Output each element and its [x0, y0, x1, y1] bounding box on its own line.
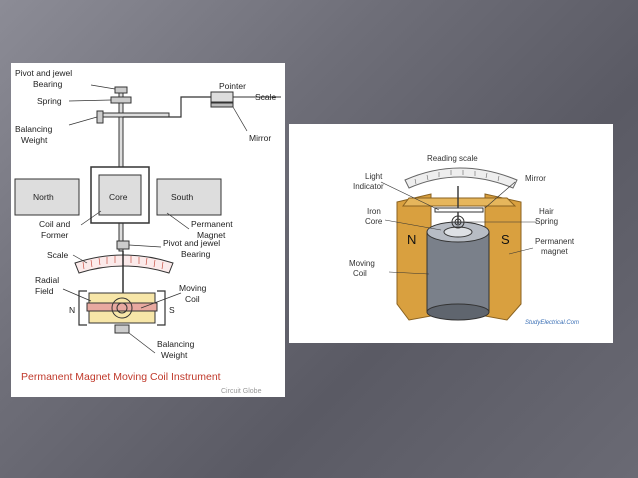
moving-coil-bar [86, 302, 158, 312]
mirror-label-right: Mirror [525, 174, 546, 183]
caption: Permanent Magnet Moving Coil Instrument [21, 371, 221, 383]
moving-coil-cylinder [426, 231, 490, 313]
south-magnet [156, 178, 222, 216]
core-label: Core [109, 192, 128, 202]
magnet-south-block [484, 193, 522, 321]
reading-scale [404, 167, 518, 189]
pole-n-label: N [69, 305, 75, 315]
balancing-weight-bottom [114, 324, 130, 334]
north-label: North [33, 192, 54, 202]
moving-coil-ring [111, 297, 133, 319]
spring-label: Spring [37, 96, 62, 106]
pivot-bearing-top [114, 86, 128, 94]
watermark-circuit-globe: Circuit Globe [221, 388, 262, 395]
scale-label-top: Scale [255, 92, 277, 102]
scale-label-mid: Scale [47, 250, 69, 260]
south-label: South [171, 192, 193, 202]
mirror [434, 207, 484, 213]
pole-n-right: N [407, 232, 416, 247]
balancing-weight-top [96, 110, 104, 124]
pointer-arm [123, 96, 211, 118]
pivot-label-1: Pivot and jewel [15, 68, 72, 78]
pivot-label-2: Bearing [33, 79, 63, 89]
pivot-bearing-mid [116, 240, 130, 250]
watermark-studyelectrical: StudyElectrical.Com [525, 320, 579, 326]
magnet-north-block [396, 193, 432, 321]
core [98, 174, 142, 216]
hair-spring [451, 215, 465, 229]
pole-s-right: S [501, 232, 510, 247]
pole-s-label: S [169, 305, 175, 315]
mirror-label: Mirror [249, 133, 271, 143]
pointer [210, 91, 234, 103]
mirror-strip [210, 102, 234, 108]
spring [110, 96, 132, 104]
north-magnet [14, 178, 80, 216]
reading-scale-label: Reading scale [427, 154, 478, 163]
scale-arc [74, 254, 174, 274]
pointer-label: Pointer [219, 81, 246, 91]
